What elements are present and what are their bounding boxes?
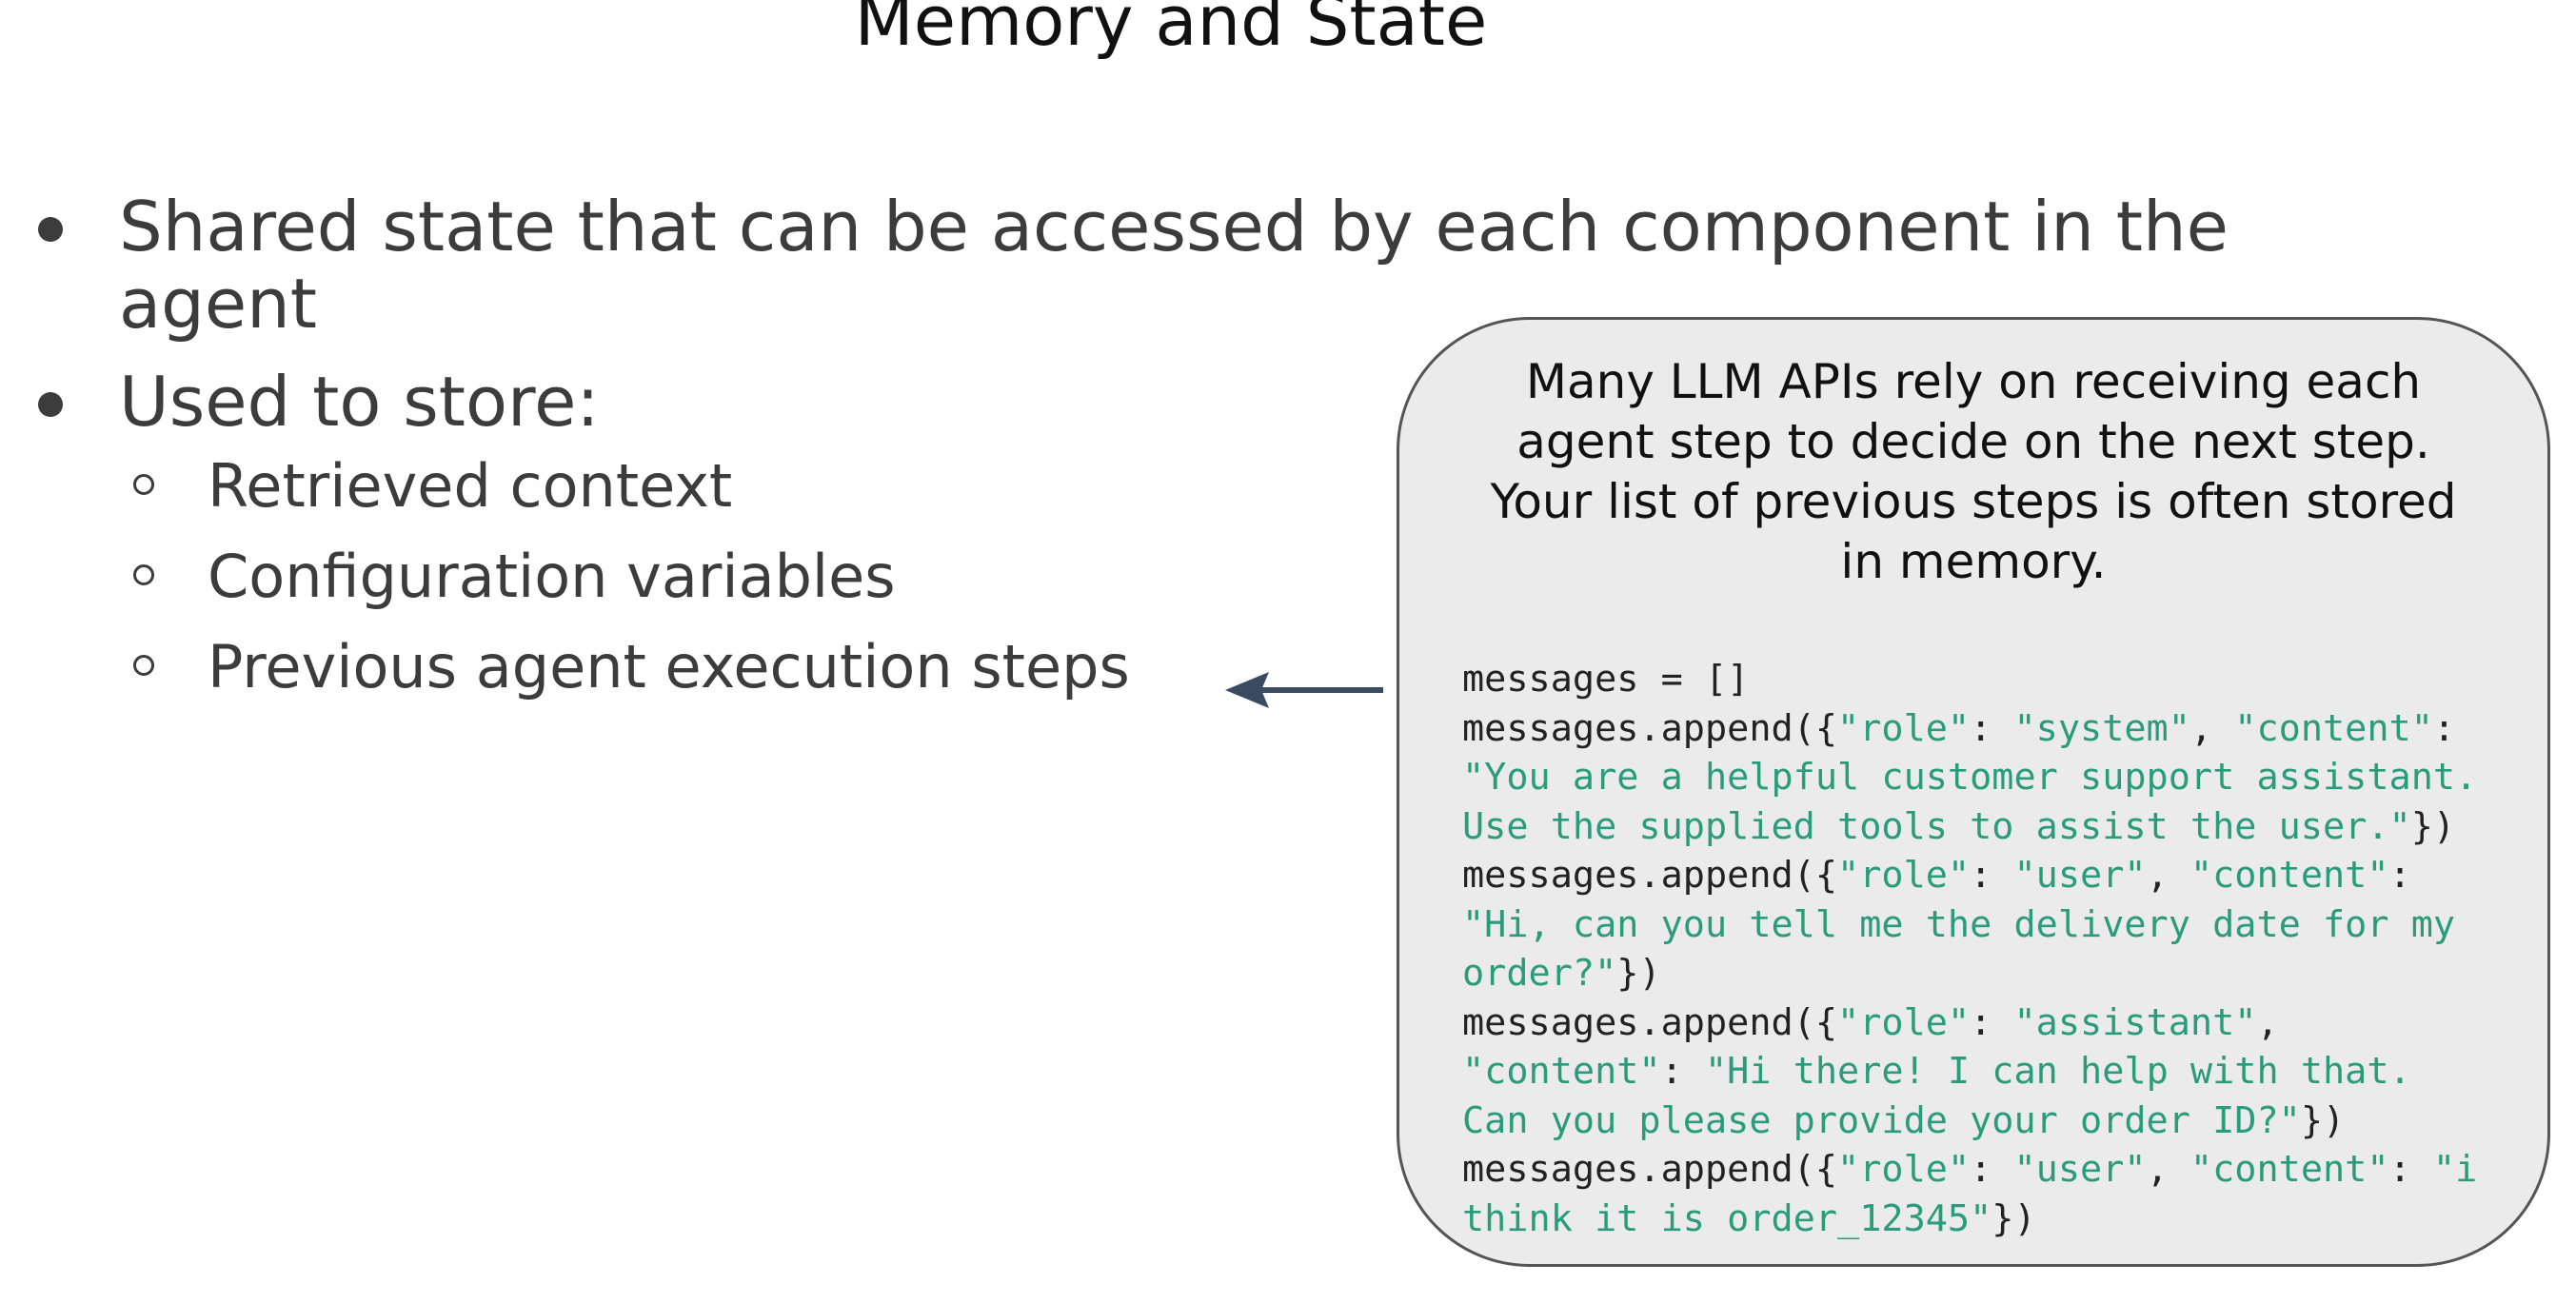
code-string: "content" — [2234, 706, 2433, 750]
code-token: }) — [2300, 1098, 2346, 1142]
code-string: order?" — [1462, 952, 1617, 995]
code-string: "Hi there! I can help with that. — [1704, 1050, 2411, 1093]
sub-bullet-text: Configuration variables — [208, 542, 896, 611]
code-token: : — [1970, 706, 2014, 750]
code-line: "content": "Hi there! I can help with th… — [1462, 1047, 2519, 1097]
bullet-dot-icon — [38, 392, 63, 417]
code-line: Use the supplied tools to assist the use… — [1462, 802, 2519, 852]
code-string: Use the supplied tools to assist the use… — [1462, 804, 2411, 848]
code-string: "role" — [1837, 1000, 1971, 1044]
code-string: "user" — [2013, 1148, 2147, 1191]
code-string: "content" — [2190, 1148, 2389, 1191]
code-line: messages.append({"role": "user", "conten… — [1462, 851, 2519, 900]
code-string: "content" — [1462, 1050, 1661, 1093]
callout-box: Many LLM APIs rely on receiving each age… — [1397, 317, 2550, 1267]
hollow-circle-icon — [133, 474, 154, 495]
sub-bullet-configuration-variables: Configuration variables — [29, 531, 2332, 622]
hollow-circle-icon — [133, 564, 154, 585]
code-line: order?"}) — [1462, 949, 2519, 998]
bullet-text: Shared state that can be accessed by eac… — [119, 187, 2229, 344]
code-token: messages.append({ — [1462, 1000, 1838, 1044]
callout-description: Many LLM APIs rely on receiving each age… — [1437, 352, 2509, 592]
code-string: "content" — [2190, 854, 2389, 897]
code-line: Can you please provide your order ID?"}) — [1462, 1097, 2519, 1146]
callout-line: agent step to decide on the next step. — [1516, 414, 2430, 469]
callout-line: in memory. — [1840, 534, 2107, 589]
code-token: , — [2190, 706, 2235, 750]
code-line: think it is order_12345"}) — [1462, 1195, 2519, 1244]
sub-bullet-previous-steps: Previous agent execution steps — [29, 622, 2332, 712]
code-token: messages.append({ — [1462, 1148, 1838, 1191]
code-string: "Hi, can you tell me the delivery date f… — [1462, 902, 2456, 946]
code-token: }) — [1991, 1196, 2036, 1240]
code-token: : — [2388, 854, 2411, 897]
code-string: "assistant" — [2013, 1000, 2257, 1044]
code-string: think it is order_12345" — [1462, 1196, 1992, 1240]
bullet-item-used-to-store: Used to store: — [29, 364, 2332, 441]
code-line: "Hi, can you tell me the delivery date f… — [1462, 900, 2519, 950]
code-token: , — [2146, 854, 2190, 897]
code-token: : — [2388, 1148, 2433, 1191]
code-line: messages.append({"role": "system", "cont… — [1462, 704, 2519, 754]
code-token: }) — [2410, 804, 2456, 848]
bullet-dot-icon — [38, 217, 63, 242]
code-string: Can you please provide your order ID?" — [1462, 1098, 2301, 1142]
bullet-list: Shared state that can be accessed by eac… — [29, 188, 2332, 712]
code-line: messages.append({"role": "user", "conten… — [1462, 1145, 2519, 1195]
code-token: : — [1970, 854, 2014, 897]
sub-bullet-text: Previous agent execution steps — [208, 632, 1130, 701]
code-line: messages = [] — [1462, 655, 2519, 704]
code-string: "role" — [1837, 1148, 1971, 1191]
code-string: "user" — [2013, 854, 2147, 897]
code-token: : — [1970, 1148, 2014, 1191]
code-string: "system" — [2013, 706, 2190, 750]
code-snippet: messages = []messages.append({"role": "s… — [1462, 655, 2519, 1243]
code-token: }) — [1616, 952, 1661, 995]
code-token: , — [2256, 1000, 2279, 1044]
bullet-text: Used to store: — [119, 362, 600, 442]
code-token: : — [1660, 1050, 1705, 1093]
hollow-circle-icon — [133, 655, 154, 676]
code-string: "role" — [1837, 854, 1971, 897]
code-token: messages.append({ — [1462, 706, 1838, 750]
sub-bullet-text: Retrieved context — [208, 451, 733, 521]
code-token: : — [2432, 706, 2456, 750]
callout-line: Many LLM APIs rely on receiving each — [1525, 354, 2422, 409]
slide-title: Memory and State — [854, 0, 1488, 61]
code-line: "You are a helpful customer support assi… — [1462, 753, 2519, 802]
code-token: , — [2146, 1148, 2190, 1191]
code-string: "role" — [1837, 706, 1971, 750]
callout-line: Your list of previous steps is often sto… — [1490, 474, 2457, 529]
bullet-item-shared-state: Shared state that can be accessed by eac… — [29, 188, 2332, 343]
code-line: messages.append({"role": "assistant", — [1462, 998, 2519, 1048]
code-token: messages = [] — [1462, 658, 1750, 701]
code-string: "You are a helpful customer support assi… — [1462, 756, 2478, 799]
code-token: messages.append({ — [1462, 854, 1838, 897]
sub-bullet-retrieved-context: Retrieved context — [29, 441, 2332, 531]
code-token: : — [1970, 1000, 2014, 1044]
code-string: "i — [2432, 1148, 2478, 1191]
arrow-left-icon — [1225, 672, 1383, 708]
